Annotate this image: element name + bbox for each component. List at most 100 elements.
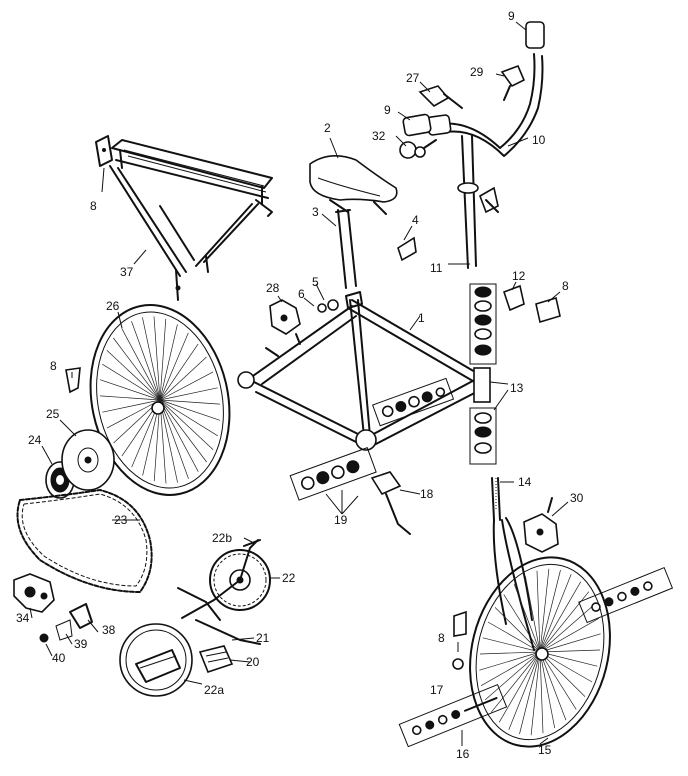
bicycle-frame xyxy=(237,291,491,451)
rear-derailleur xyxy=(13,573,55,613)
front-hub-parts-lower xyxy=(398,683,508,748)
callout-1: 1 xyxy=(418,311,425,325)
callout-9-top: 9 xyxy=(508,9,515,23)
callout-14: 14 xyxy=(518,475,532,489)
shifter-lever xyxy=(399,139,437,159)
wheel-spoke xyxy=(508,651,541,730)
front-wheel xyxy=(469,556,611,748)
crank-bolt xyxy=(243,539,261,547)
callout-20: 20 xyxy=(246,655,260,669)
callout-40: 40 xyxy=(52,651,66,665)
wheel-spoke xyxy=(479,651,541,655)
callout-5: 5 xyxy=(312,275,319,289)
seat-post xyxy=(335,209,357,289)
handlebar-grip-left xyxy=(402,113,432,137)
bottom-bracket-parts-upper xyxy=(372,377,455,427)
pedal xyxy=(198,645,234,673)
wheel-spoke xyxy=(539,651,586,697)
derailleur-washer xyxy=(55,619,73,641)
callout-8-rack: 8 xyxy=(90,199,97,213)
wheel-spoke xyxy=(159,332,189,401)
chain-guard xyxy=(119,623,193,697)
callout-37: 37 xyxy=(120,265,134,279)
wheel-spoke xyxy=(153,316,161,401)
headset-bracket xyxy=(502,284,525,312)
callout-28: 28 xyxy=(266,281,280,295)
wheel-spoke xyxy=(159,371,214,401)
wheel-spoke xyxy=(487,621,541,653)
callout-13: 13 xyxy=(510,381,524,395)
derailleur-nut xyxy=(39,633,49,643)
crank-arm xyxy=(177,587,221,621)
wheel-spoke xyxy=(482,637,541,653)
wheel-spoke xyxy=(102,399,161,413)
wheel-spoke xyxy=(539,617,600,653)
wheel-spoke xyxy=(159,399,207,463)
wheel-spoke xyxy=(494,607,541,653)
wheel-spoke xyxy=(159,387,218,401)
kickstand xyxy=(370,471,411,535)
wheel-spoke xyxy=(159,399,221,421)
callout-labels: 1 2 3 4 5 6 8 8 8 8 9 9 10 11 12 13 14 1… xyxy=(16,9,584,761)
wheel-spoke xyxy=(539,633,601,653)
wheel-spoke xyxy=(539,569,561,653)
callout-16: 16 xyxy=(456,747,470,761)
wheel-spoke xyxy=(99,379,161,401)
callout-38: 38 xyxy=(102,623,116,637)
callout-32: 32 xyxy=(372,129,386,143)
front-hub-parts-upper xyxy=(578,566,674,624)
bottom-bracket-parts-lower xyxy=(289,447,377,501)
callout-29: 29 xyxy=(470,65,484,79)
chain xyxy=(16,489,153,593)
chainring-crankset xyxy=(181,539,271,619)
wheel-spoke xyxy=(524,575,541,653)
seat-clamp-nut xyxy=(317,303,327,313)
wheel-spoke xyxy=(539,574,572,653)
wheel-spoke xyxy=(530,651,541,736)
callout-8-headset: 8 xyxy=(562,279,569,293)
wheel-spoke xyxy=(539,581,582,653)
wheel-spoke xyxy=(519,651,541,735)
front-brake-caliper xyxy=(523,497,559,553)
wheel-spoke xyxy=(539,651,544,734)
wheel-spoke xyxy=(539,651,567,721)
wheel-spoke xyxy=(159,399,189,479)
wheel-spoke xyxy=(106,349,161,401)
handlebar-stem xyxy=(457,135,499,269)
wheel-spoke xyxy=(539,649,601,653)
wheel-spoke xyxy=(479,651,541,671)
wheel-spoke xyxy=(490,651,541,713)
callout-9-left: 9 xyxy=(384,103,391,117)
callout-19: 19 xyxy=(334,513,348,527)
callout-12: 12 xyxy=(512,269,526,283)
seat-reflector xyxy=(397,236,417,262)
rear-reflector-bracket xyxy=(65,367,81,394)
callout-24: 24 xyxy=(28,433,42,447)
callout-17: 17 xyxy=(430,683,444,697)
wheel-spoke xyxy=(498,651,541,723)
wheel-spoke xyxy=(113,337,161,401)
rear-wheel xyxy=(89,304,231,496)
wheel-spoke xyxy=(159,399,220,405)
callout-8-fork: 8 xyxy=(438,631,445,645)
wheel-spoke xyxy=(159,356,207,401)
wheel-spoke xyxy=(121,328,161,401)
headset-bearing-stack-upper xyxy=(469,283,497,365)
callout-22a: 22a xyxy=(204,683,224,697)
callout-34: 34 xyxy=(16,611,30,625)
wheel-spoke xyxy=(159,399,178,483)
wheel-spoke xyxy=(539,568,550,653)
wheel-spoke xyxy=(539,651,556,729)
wheel-spoke xyxy=(480,651,541,687)
seat-clamp-washer xyxy=(327,299,339,311)
callout-11: 11 xyxy=(430,261,443,275)
brake-lever-left xyxy=(418,85,463,109)
callout-30: 30 xyxy=(570,491,584,505)
headset-bearing-stack-lower xyxy=(469,407,497,465)
wheel-spoke xyxy=(536,570,541,653)
front-fork xyxy=(491,477,535,651)
front-reflector-bracket xyxy=(535,296,561,324)
wheel-spoke xyxy=(503,594,541,653)
callout-22b: 22b xyxy=(212,531,232,545)
